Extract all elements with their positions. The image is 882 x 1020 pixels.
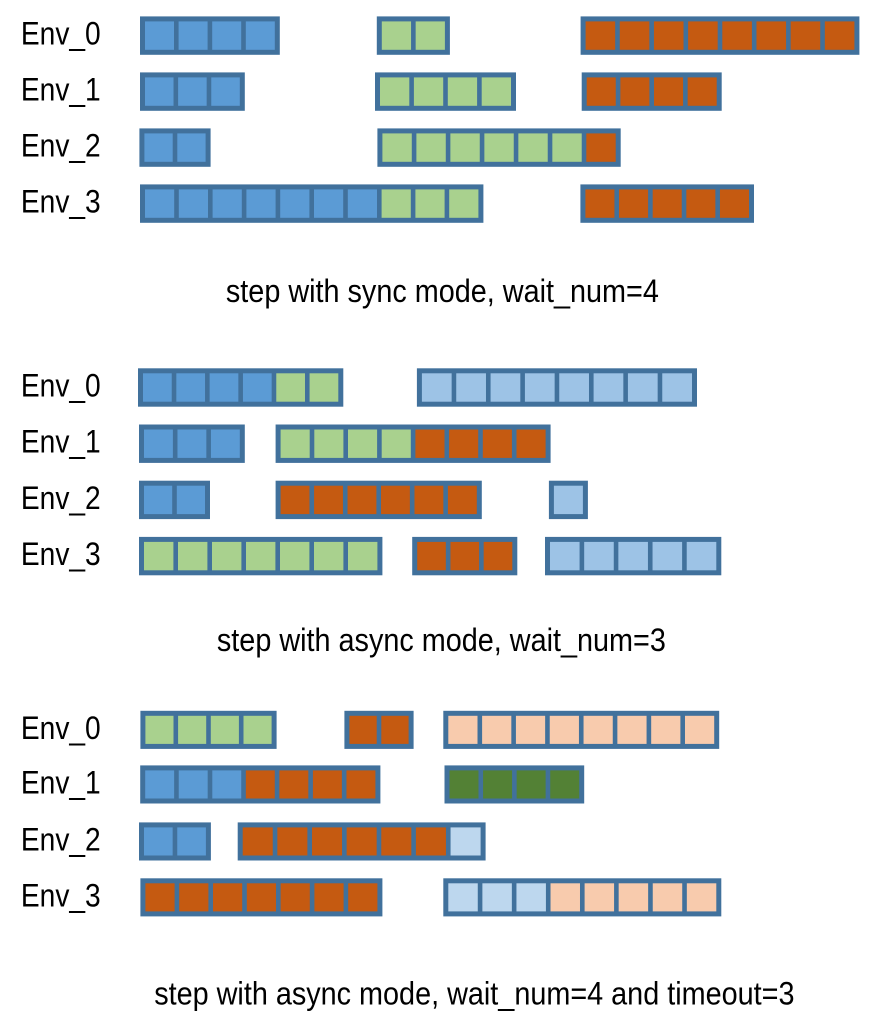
svg-text:Env_2: Env_2 [21,823,101,858]
svg-text:Env_3: Env_3 [21,185,101,220]
svg-text:Env_3: Env_3 [21,537,101,572]
svg-text:Env_2: Env_2 [21,481,101,516]
svg-text:Env_3: Env_3 [21,879,101,914]
svg-text:step with async mode, wait_num: step with async mode, wait_num=3 [217,623,666,659]
svg-text:Env_1: Env_1 [21,73,101,108]
svg-text:Env_2: Env_2 [21,129,101,164]
svg-text:Env_1: Env_1 [21,766,101,801]
svg-text:Env_0: Env_0 [21,369,101,404]
svg-text:step with async mode, wait_num: step with async mode, wait_num=4 and tim… [154,976,794,1012]
svg-text:Env_0: Env_0 [21,17,101,52]
svg-text:Env_0: Env_0 [21,711,101,746]
svg-text:step with sync mode, wait_num=: step with sync mode, wait_num=4 [226,274,659,310]
svg-text:Env_1: Env_1 [21,425,101,460]
